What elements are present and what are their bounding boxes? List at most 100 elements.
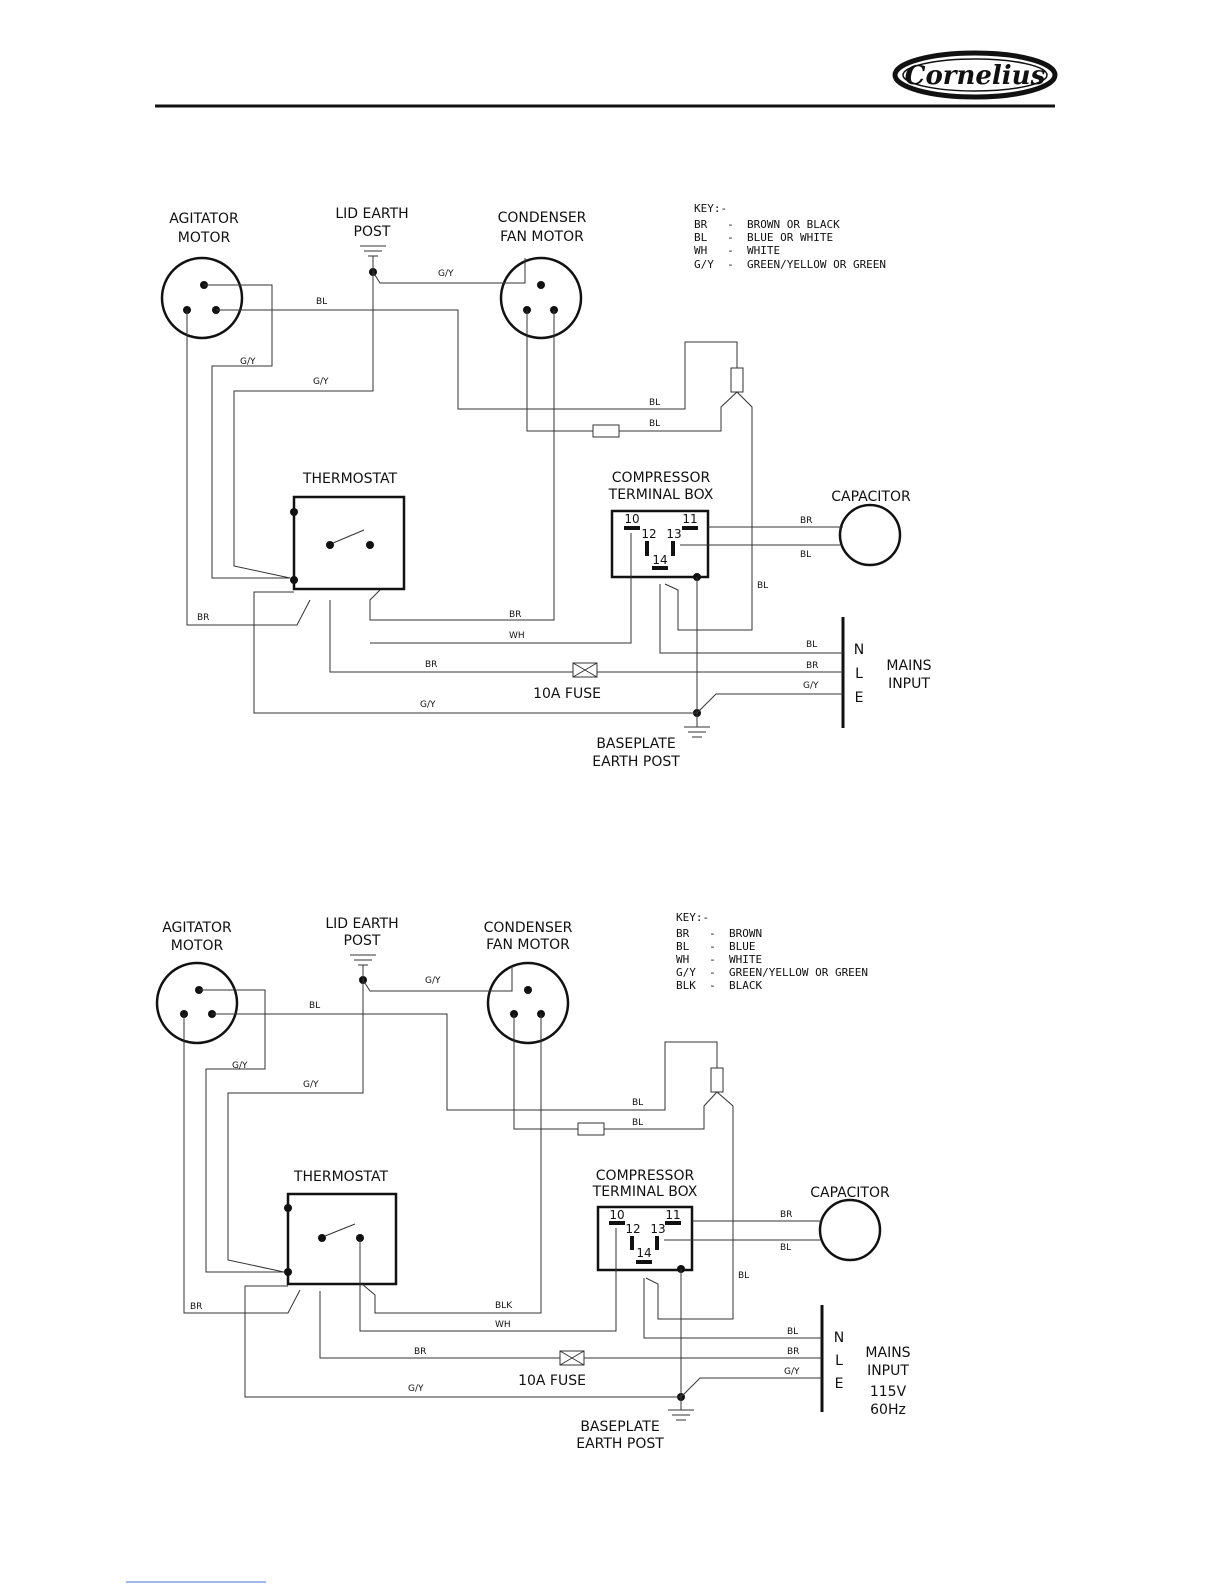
capacitor-symbol [818, 1198, 882, 1262]
svg-text:12: 12 [625, 1222, 640, 1236]
svg-text:G/Y: G/Y [232, 1061, 248, 1071]
lid-earth-post-label-2: POST [344, 933, 381, 949]
key-gy: G/Y - GREEN/YELLOW OR GREEN [694, 258, 886, 271]
svg-text:BL: BL [632, 1098, 643, 1108]
key-bl: BL - BLUE [676, 940, 755, 953]
svg-text:BR: BR [414, 1347, 426, 1357]
compressor-terminal-box-symbol [596, 1205, 694, 1272]
svg-text:BL: BL [649, 419, 660, 429]
fuse-label: 10A FUSE [533, 686, 601, 702]
thermostat-label: THERMOSTAT [293, 1169, 389, 1185]
lid-earth-post-label-2: POST [354, 224, 391, 240]
svg-text:10: 10 [624, 512, 639, 526]
svg-text:14: 14 [652, 553, 667, 567]
svg-text:13: 13 [666, 527, 681, 541]
agitator-motor-label: AGITATOR [169, 211, 239, 227]
svg-text:BR: BR [806, 661, 818, 671]
mains-input-label: MAINS [865, 1345, 910, 1361]
fuse-symbol [559, 1350, 585, 1366]
compressor-label-2: TERMINAL BOX [592, 1184, 698, 1200]
svg-text:12: 12 [641, 527, 656, 541]
thermostat-symbol [286, 1192, 398, 1286]
fuse-label: 10A FUSE [518, 1373, 586, 1389]
svg-text:WH: WH [495, 1320, 511, 1330]
lid-earth-symbol [360, 245, 386, 276]
compressor-label: COMPRESSOR [596, 1168, 695, 1184]
svg-text:BR: BR [787, 1347, 799, 1357]
svg-text:BL: BL [649, 398, 660, 408]
mains-input-label: MAINS [886, 658, 931, 674]
svg-text:G/Y: G/Y [313, 377, 329, 387]
svg-text:BLK: BLK [495, 1301, 513, 1311]
svg-text:BL: BL [787, 1327, 798, 1337]
mains-input-label-2: INPUT [867, 1363, 909, 1379]
baseplate-earth-label: BASEPLATE [580, 1419, 659, 1435]
baseplate-earth-label-2: EARTH POST [592, 754, 680, 770]
mains-e-label: E [855, 690, 864, 706]
compressor-label: COMPRESSOR [612, 470, 711, 486]
relay-resistor-symbol [730, 367, 744, 393]
svg-text:BL: BL [806, 640, 817, 650]
svg-text:11: 11 [665, 1208, 680, 1222]
svg-text:BL: BL [738, 1271, 749, 1281]
svg-text:G/Y: G/Y [303, 1080, 319, 1090]
key-br: BR - BROWN [676, 927, 762, 940]
compressor-terminal-box-symbol [610, 509, 710, 579]
svg-text:BR: BR [800, 516, 812, 526]
fuse-symbol [572, 662, 598, 678]
capacitor-label: CAPACITOR [831, 489, 911, 505]
lid-earth-post-label: LID EARTH [335, 206, 408, 222]
baseplate-earth-label: BASEPLATE [596, 736, 675, 752]
svg-text:BR: BR [780, 1210, 792, 1220]
thermostat-symbol [292, 495, 406, 591]
key-br: BR - BROWN OR BLACK [694, 218, 840, 231]
agitator-motor-symbol [155, 961, 239, 1045]
mains-input-label-2: INPUT [888, 676, 930, 692]
svg-text:13: 13 [650, 1222, 665, 1236]
key-wh: WH - WHITE [676, 953, 762, 966]
svg-text:11: 11 [682, 512, 697, 526]
wiring-diagram-2: AGITATOR MOTOR LID EARTH POST CONDENSER … [155, 911, 911, 1452]
svg-text:BR: BR [425, 660, 437, 670]
capacitor-symbol [838, 503, 902, 567]
agitator-motor-label-2: MOTOR [178, 230, 231, 246]
wiring-diagram-1: AGITATOR MOTOR LID EARTH POST CONDENSER … [160, 202, 932, 770]
svg-text:BL: BL [632, 1118, 643, 1128]
key-blk: BLK - BLACK [676, 979, 762, 992]
svg-text:10: 10 [609, 1208, 624, 1222]
lid-earth-post-label: LID EARTH [325, 916, 398, 932]
key-title: KEY:- [694, 202, 727, 215]
condenser-fan-motor-symbol [486, 961, 570, 1045]
svg-text:G/Y: G/Y [420, 700, 436, 710]
svg-text:BR: BR [190, 1302, 202, 1312]
key-title: KEY:- [676, 911, 709, 924]
condenser-fan-motor-label-2: FAN MOTOR [486, 937, 570, 953]
key-bl: BL - BLUE OR WHITE [694, 231, 833, 244]
svg-text:BL: BL [780, 1243, 791, 1253]
condenser-fan-motor-label: CONDENSER [498, 210, 587, 226]
overload-resistor-symbol [577, 1122, 605, 1136]
baseplate-earth-label-2: EARTH POST [576, 1436, 664, 1452]
svg-text:14: 14 [636, 1246, 651, 1260]
condenser-fan-motor-label-2: FAN MOTOR [500, 229, 584, 245]
svg-text:BL: BL [316, 297, 327, 307]
svg-text:G/Y: G/Y [240, 357, 256, 367]
svg-text:G/Y: G/Y [408, 1384, 424, 1394]
agitator-motor-label: AGITATOR [162, 920, 232, 936]
svg-text:G/Y: G/Y [425, 976, 441, 986]
svg-text:BL: BL [800, 550, 811, 560]
condenser-fan-motor-symbol [499, 256, 583, 340]
svg-text:Cornelius: Cornelius [905, 61, 1046, 91]
svg-text:BR: BR [509, 610, 521, 620]
mains-e-label: E [835, 1376, 844, 1392]
mains-n-label: N [834, 1330, 844, 1346]
cornelius-logo: Cornelius [892, 50, 1058, 100]
agitator-motor-label-2: MOTOR [171, 938, 224, 954]
key-gy: G/Y - GREEN/YELLOW OR GREEN [676, 966, 868, 979]
overload-resistor-symbol [592, 424, 620, 438]
agitator-motor-symbol [160, 256, 244, 340]
mains-n-label: N [854, 642, 864, 658]
svg-text:BR: BR [197, 613, 209, 623]
thermostat-label: THERMOSTAT [302, 471, 398, 487]
